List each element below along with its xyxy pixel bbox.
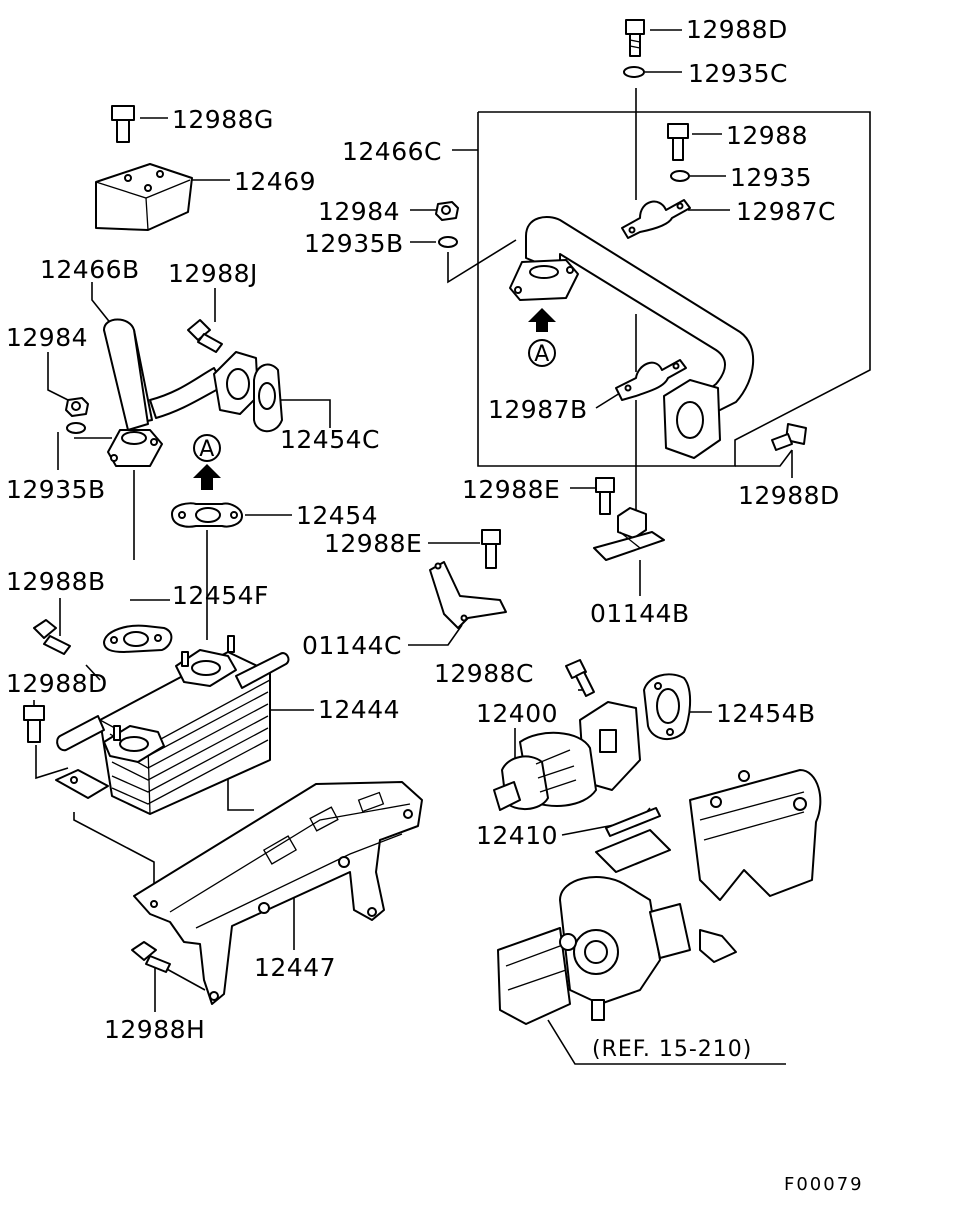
washer-12935b-left [66,422,86,434]
egr-pipe-12466c [509,216,754,459]
callout-a-lower: A [199,437,215,462]
label-12988e-upper: 12988E [462,475,560,504]
bracket-01144c [429,561,507,629]
bracket-12447 [133,781,423,1005]
label-12987b: 12987B [488,395,588,424]
label-12984-right: 12984 [318,197,400,226]
label-12935c: 12935C [688,59,788,88]
bolt-12988e-upper [595,477,615,515]
bolt-12988e-lower [481,529,501,569]
label-12988d-right: 12988D [738,481,840,510]
egr-cooler-12444 [55,635,290,815]
bolt-12988d-top [625,19,645,57]
label-12988d-top: 12988D [686,15,788,44]
bolt-12988h [131,941,171,973]
label-12935b-right: 12935B [304,229,404,258]
bolt-12988d-left [23,705,45,743]
label-12984-left: 12984 [6,323,88,352]
label-01144b: 01144B [590,599,690,628]
bracket-01144b [593,507,665,561]
label-12454f: 12454F [172,581,269,610]
washer-12935b-right [438,236,458,248]
leader-lines [33,29,871,1065]
label-12454: 12454 [296,501,378,530]
clamp-12987c [621,199,691,239]
label-12988: 12988 [726,121,808,150]
bolt-12988 [667,123,689,161]
bolt-12988d-right [771,423,807,451]
label-12469: 12469 [234,167,316,196]
heat-shield-12469 [95,163,193,231]
label-12454c: 12454C [280,425,380,454]
label-12988c: 12988C [434,659,534,688]
label-12466c: 12466C [342,137,442,166]
label-12988b: 12988B [6,567,106,596]
egr-pipe-12466b [103,318,259,467]
label-12466b: 12466B [40,255,140,284]
label-12988h: 12988H [104,1015,205,1044]
label-12454b: 12454B [716,699,816,728]
label-12447: 12447 [254,953,336,982]
label-ref-15-210: (REF. 15-210) [592,1037,752,1062]
bolt-12988g [111,105,135,143]
bolt-12988c [565,659,595,697]
bolt-12988j [187,319,223,353]
callout-a-upper: A [534,342,550,367]
label-12935: 12935 [730,163,812,192]
gasket-12454f [103,624,173,653]
washer-12935 [670,170,690,182]
bolt-12988b [33,619,71,655]
washer-12935c [623,66,645,78]
clamp-12987b [615,359,687,401]
nut-12984-right [435,201,459,221]
label-01144c: 01144C [302,631,402,660]
gasket-12454b [643,673,691,741]
label-12987c: 12987C [736,197,836,226]
part-labels: 12988D 12935C 12988G 12988 12466C 12469 … [6,15,864,1195]
gasket-12454c [253,363,283,433]
gasket-12454 [171,502,243,528]
intake-manifold-ref [497,769,822,1025]
label-12935b-left: 12935B [6,475,106,504]
label-12988d-left: 12988D [6,669,108,698]
arrow-a-upper: A [528,308,556,367]
label-12410: 12410 [476,821,558,850]
label-12988j: 12988J [168,259,258,288]
label-12988e-lower: 12988E [324,529,422,558]
label-12444: 12444 [318,695,400,724]
egr-valve-12400 [493,701,641,811]
gasket-12410 [605,807,661,837]
nut-12984-left [65,397,89,417]
arrow-a-lower: A [193,434,221,490]
label-12400: 12400 [476,699,558,728]
label-12988g: 12988G [172,105,274,134]
figure-code: F00079 [784,1174,864,1195]
